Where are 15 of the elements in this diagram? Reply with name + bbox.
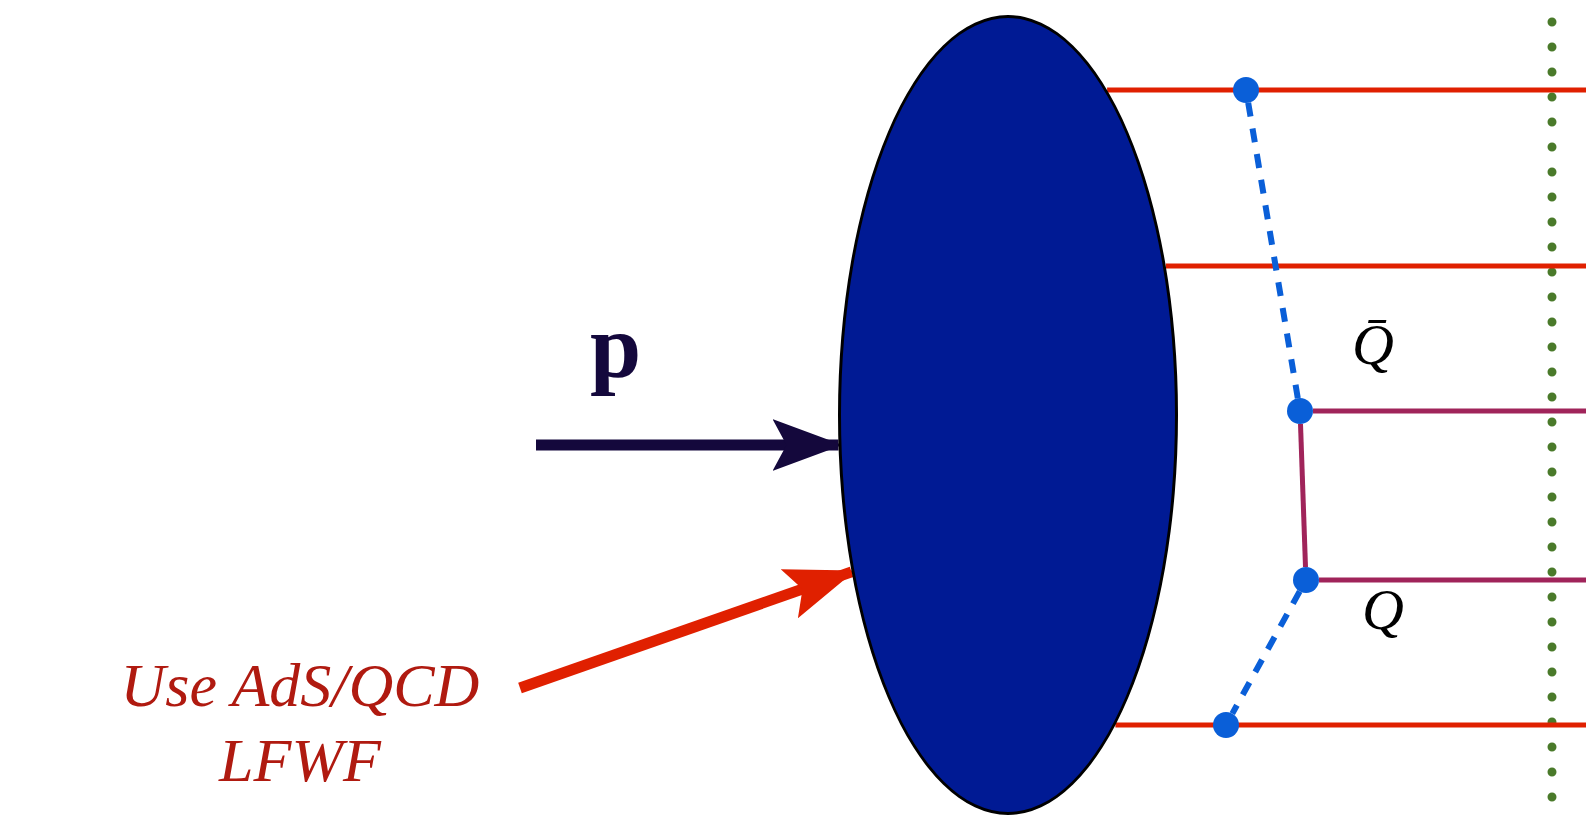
vertex-dot: [1293, 567, 1319, 593]
annotation-text: Use AdS/QCD LFWF: [80, 645, 520, 800]
line: [1107, 87, 1586, 93]
dashed-line: [1229, 589, 1303, 716]
line: [1115, 722, 1586, 728]
line: [1298, 423, 1308, 568]
line: [1313, 408, 1586, 414]
dashed-line: [1245, 102, 1301, 399]
vertex-dot: [1233, 77, 1259, 103]
quark-label: Q̄: [1352, 311, 1394, 379]
quark-label: Q: [1362, 576, 1404, 644]
vertex-dot: [1287, 398, 1313, 424]
line: [1165, 263, 1586, 269]
line: [1319, 577, 1586, 583]
vertex-dot: [1213, 712, 1239, 738]
